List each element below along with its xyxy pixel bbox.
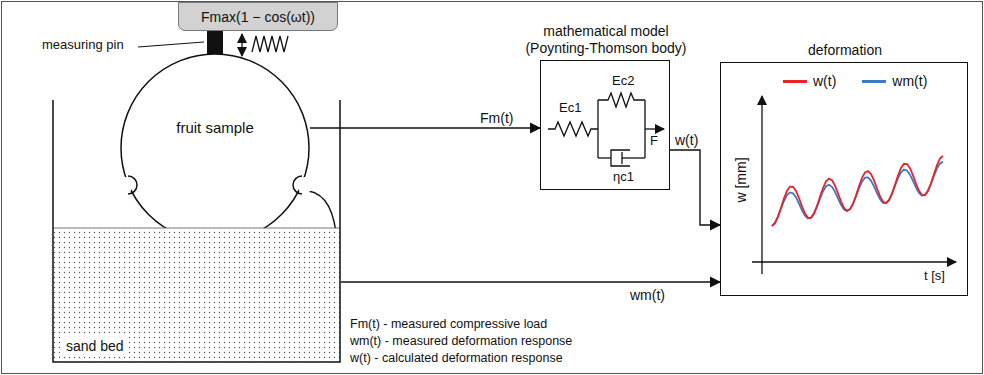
signal-arrow [670,150,720,225]
spring-label: Ec1 [559,100,581,116]
fruit-circle: fruit sample [120,53,310,243]
signal-arrow [341,281,720,282]
legend-text: wm(t) [892,73,927,89]
node-text: Fmax(1 − cos(ωt)) [201,9,315,25]
measuring-pin [207,31,223,54]
sand-fill [53,228,340,362]
fruit-notch [128,176,137,194]
force-label: F [650,133,658,149]
legend-item: w(t) [783,73,836,89]
chart-axes [752,96,956,274]
model-box: mathematical model (Poynting-Thomson bod… [540,60,670,190]
sand-bed-outline [52,100,341,363]
signal-arrow [310,127,540,128]
leader-line [138,42,204,47]
legend: w(t) wm(t) [783,73,927,89]
sand-surface [53,228,340,229]
oscillation-symbol [242,34,288,56]
fruit-outline [121,54,309,242]
sand-fill [53,228,340,362]
node-text: fruit sample [120,119,310,136]
damper-label: ηc1 [613,169,634,185]
axis-label: w [mm] [733,150,749,210]
fruit-notch [117,177,133,193]
node-heading: mathematical model (Poynting-Thomson bod… [511,23,701,57]
spring-label: Ec2 [612,73,634,89]
node-text: sand bed [62,337,128,355]
fruit-notch [293,176,302,194]
axis-label: t [s] [924,268,945,284]
signal-label: w(t) [673,132,700,148]
note: wm(t) - measured deformation response [350,333,572,349]
actuator-box: Fmax(1 − cos(ωt)) [178,2,338,31]
note: w(t) - calculated deformation response [350,350,563,366]
fruit-notch [297,177,313,193]
poynting-thomson-body [548,93,664,166]
legend-swatch [783,80,807,83]
signal-label: Fm(t) [478,110,515,126]
legend-swatch [862,80,886,83]
signal-label: wm(t) [628,287,667,303]
fruit-outline [120,53,310,243]
part-label: measuring pin [42,37,124,53]
container-wall [53,100,340,362]
note: Fm(t) - measured compressive load [350,316,547,332]
deformation-curves [772,156,943,226]
chart-box: deformationw(t)wm(t) [720,62,968,296]
sensor-tube [300,190,336,232]
legend-text: w(t) [813,73,836,89]
deformation-curve [772,156,943,226]
sand-container: sand bed [52,100,341,363]
node-heading: deformation [691,42,984,59]
legend-item: wm(t) [862,73,927,89]
